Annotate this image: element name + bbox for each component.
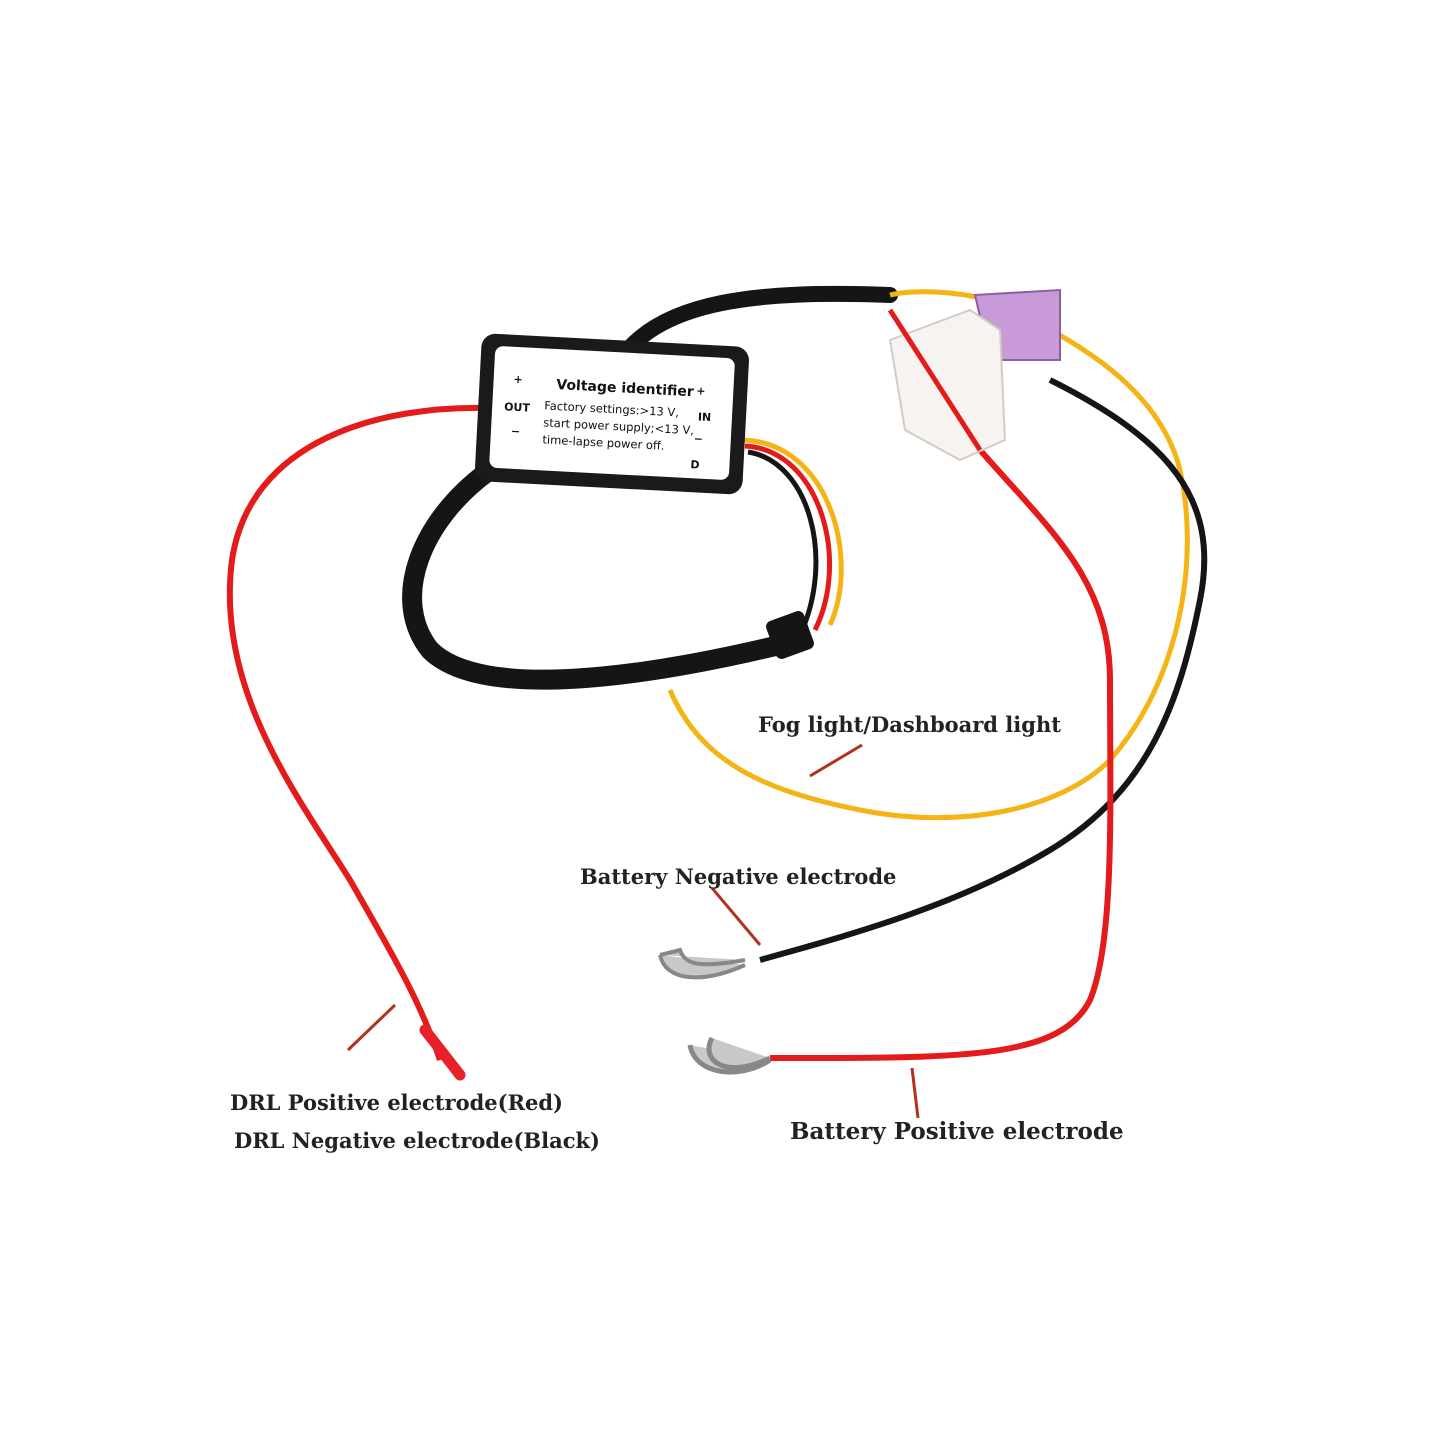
in-label: IN (697, 410, 712, 425)
fog-light-label: Fog light/Dashboard light (758, 712, 1061, 737)
battery-positive-wire (769, 448, 1114, 1062)
plus-icon: + (513, 372, 524, 387)
drl-negative-label: DRL Negative electrode(Black) (234, 1128, 600, 1153)
module-line: time-lapse power off. (542, 432, 665, 453)
out-label: OUT (503, 400, 531, 415)
battery-negative-label: Battery Negative electrode (580, 864, 897, 889)
battery-negative-wire (759, 377, 1208, 963)
black-cable-loop (402, 460, 810, 690)
minus-icon: − (693, 432, 704, 446)
plus-icon: + (695, 384, 706, 398)
battery-positive-label: Battery Positive electrode (790, 1118, 1124, 1145)
positive-spade-terminal (687, 1036, 772, 1075)
negative-spade-terminal (658, 947, 746, 980)
voltage-identifier-module: Voltage identifier Factory settings:>13 … (487, 344, 738, 482)
d-icon: D (690, 458, 700, 472)
minus-icon: − (510, 424, 521, 439)
drl-red-wire (226, 404, 491, 1061)
fuse-holder (887, 288, 1061, 462)
battery-positive-leader-line (910, 1067, 920, 1119)
drl-leader-line (346, 1003, 397, 1052)
drl-positive-label: DRL Positive electrode(Red) (230, 1090, 563, 1115)
fog-leader-line (809, 743, 863, 778)
module-title: Voltage identifier (555, 377, 695, 401)
drl-wire-tip (419, 1024, 466, 1081)
black-cable-upper (612, 285, 898, 368)
battery-negative-leader-line (710, 887, 762, 946)
